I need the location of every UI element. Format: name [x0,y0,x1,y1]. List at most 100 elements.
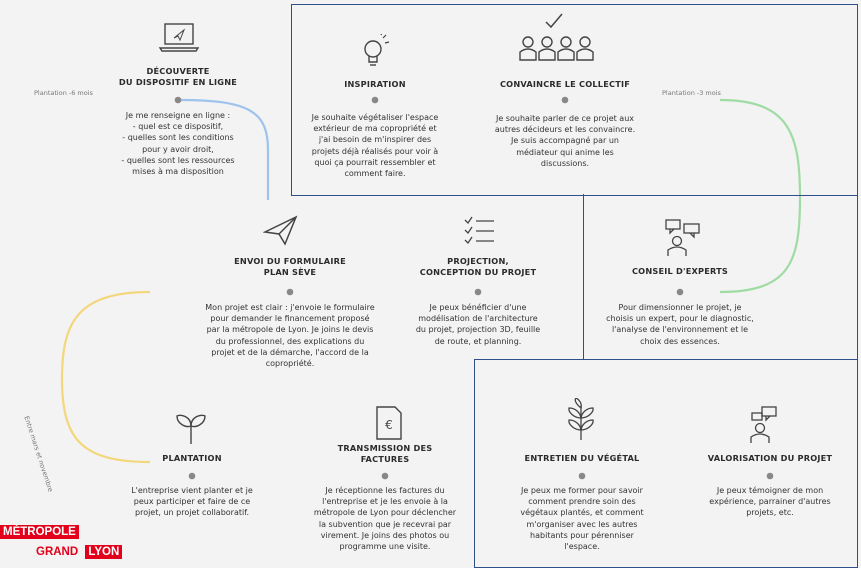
step-title-line: TRANSMISSION DES [337,443,433,453]
step-description-line: projets déjà réalisés pour voir à [311,146,439,156]
dot-decouverte [174,96,182,104]
dot-convaincre [561,96,569,104]
step-title-plantation: PLANTATION [107,453,277,464]
step-title-line: ENTRETIEN DU VÉGÉTAL [524,453,640,463]
tag-plantation-3: Plantation -3 mois [662,89,721,97]
step-description-line: quoi ça pourrait ressembler et [314,157,436,167]
step-description-line: l'entreprise et je les envoie à la [322,497,448,507]
step-description-line: modélisation de l'architecture [418,314,538,324]
lightbulb-icon [364,34,390,66]
step-description-line: la subvention que je recevrai par [318,519,452,529]
timeline-curve-left [60,290,151,464]
dot-transmission [381,472,389,480]
logo-line-1: MÉTROPOLE [0,525,79,539]
group-check-icon [519,13,594,61]
step-description-line: Je souhaite végétaliser l'espace [311,113,439,122]
step-description-line: Je réceptionne les factures du [325,486,445,495]
speaker-chat-icon [750,406,777,443]
step-description-line: L'entreprise vient planter et je [131,486,253,495]
timeline-branch-blue [179,98,270,200]
step-description-entretien: Je peux me former pour savoir comment pre… [497,485,667,552]
step-description-envoi: Mon projet est clair : j'envoie le formu… [175,302,405,369]
step-title-line: DÉCOUVERTE [146,66,210,76]
step-description-line: m'organiser avec les autres [526,519,638,529]
step-title-line: PROJECTION, [447,256,509,266]
step-description-line: comment faire. [344,169,406,179]
timeline-curve-right [719,98,802,294]
step-title-valorisation: VALORISATION DU PROJET [685,453,855,464]
step-description-line: autres décideurs et les convaincre. [494,125,636,135]
step-title-conseil: CONSEIL D'EXPERTS [580,266,780,277]
dot-valorisation [766,472,774,480]
step-title-entretien: ENTRETIEN DU VÉGÉTAL [497,453,667,464]
step-title-line: FACTURES [360,454,410,464]
experts-chat-icon [665,219,700,256]
logo-grand: GRAND [36,546,79,558]
step-description-line: du professionnel, des explications du [215,336,365,346]
step-description-line: Je me renseigne en ligne : [125,111,231,120]
step-description-line: de route, et planning. [434,336,522,346]
step-title-line: PLANTATION [162,453,222,463]
step-description-line: extérieur de ma copropriété et [313,124,437,134]
step-description-line: copropriété. [265,359,315,369]
step-description-line: j'ai besoin de m'inspirer des [318,135,432,145]
step-description-line: du projet, projection 3D, feuille [415,325,541,335]
logo-line-2: GRAND LYON [36,545,123,559]
step-description-line: - quel est ce dispositif, [132,122,224,132]
step-description-decouverte: Je me renseigne en ligne : - quel est ce … [83,110,273,177]
step-description-line: habitants pour pérenniser [530,530,634,540]
step-description-line: pour y avoir droit, [142,144,214,154]
step-description-line: Pour dimensionner le projet, je [618,303,742,312]
step-description-line: l'analyse de l'environnement et le [611,325,749,335]
step-description-line: projets, etc. [746,508,794,518]
plant-leaves-icon [568,398,594,440]
step-description-line: choisis un expert, pour le diagnostic, [606,314,754,324]
dot-conseil [676,288,684,296]
step-description-line: métropole de Lyon pour déclencher [313,508,457,518]
dot-entretien [578,472,586,480]
step-description-line: - quelles sont les conditions [122,133,234,143]
step-description-transmission: Je réceptionne les factures du l'entrepri… [295,485,475,552]
step-title-convaincre: CONVAINCRE LE COLLECTIF [470,79,660,90]
laptop-icon [158,23,200,52]
step-description-inspiration: Je souhaite végétaliser l'espace extérieu… [285,112,465,179]
paper-plane-icon [263,215,298,246]
step-description-line: peux participer et faire de ce [133,497,251,507]
step-description-line: Je suis accompagné par un [511,136,619,146]
step-description-line: projet et de la démarche, l'accord de la [211,347,369,357]
euro-invoice-icon: € [376,406,402,440]
step-description-line: végétaux plantés, et comment [520,508,644,518]
step-description-line: médiateur qui anime les [516,147,614,157]
step-description-line: programme une visite. [339,542,431,552]
checklist-icon [464,216,494,245]
step-title-line: ENVOI DU FORMULAIRE [234,256,346,266]
step-description-projection: Je peux bénéficier d'une modélisation de … [388,302,568,347]
step-title-line: INSPIRATION [344,79,406,89]
step-description-line: - quelles sont les ressources [121,155,235,165]
step-title-line: DU DISPOSITIF EN LIGNE [118,77,238,87]
step-description-line: mises à ma disposition [132,167,224,177]
dot-projection [474,288,482,296]
step-title-line: CONVAINCRE LE COLLECTIF [499,79,631,89]
step-description-line: discussions. [540,158,590,168]
step-title-inspiration: INSPIRATION [285,79,465,90]
logo-metropole: MÉTROPOLE [0,525,79,539]
step-description-line: comment prendre soin des [528,497,636,507]
step-title-line: CONCEPTION DU PROJET [419,267,537,277]
tag-plantation-6: Plantation -6 mois [34,89,93,97]
highlight-frame-top [291,4,858,196]
dot-envoi [286,288,294,296]
dot-plantation [188,472,196,480]
step-title-line: VALORISATION DU PROJET [707,453,833,463]
step-title-line: CONSEIL D'EXPERTS [631,266,729,276]
step-description-line: Je peux me former pour savoir [521,486,643,495]
step-description-line: Je peux bénéficier d'une [429,303,527,312]
step-description-conseil: Pour dimensionner le projet, je choisis u… [580,302,780,347]
step-description-plantation: L'entreprise vient planter et je peux par… [107,485,277,519]
sprout-icon [176,414,206,444]
